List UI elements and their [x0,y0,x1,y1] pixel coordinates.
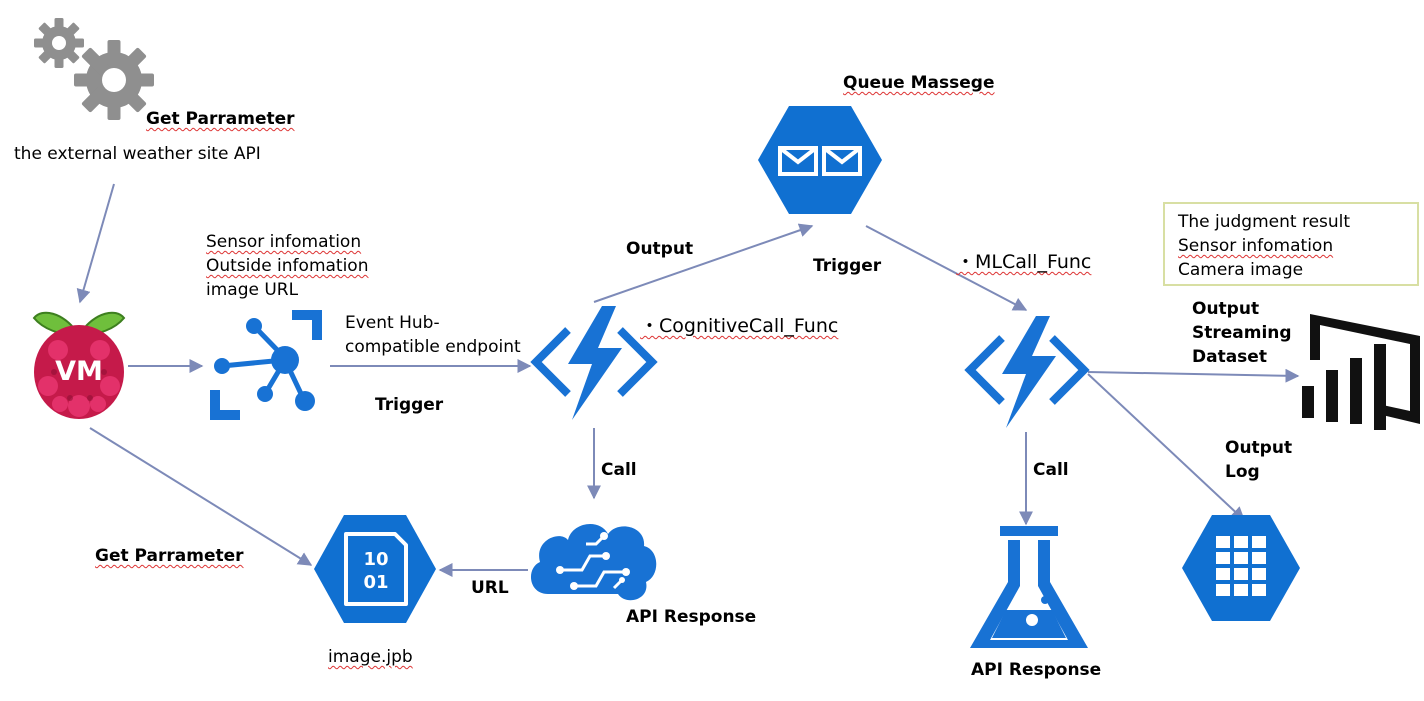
event-hub-icon [210,310,322,420]
cognitive-func-text: ・CognitiveCall_Func [640,315,839,337]
arrow-vm-to-blob [89,427,313,566]
event-hub-line2: compatible endpoint [345,337,521,357]
call-right-label: Call [1033,460,1069,480]
arrow-cognitive-to-queue [593,223,814,303]
cognitive-func-label: ・CognitiveCall_Func [640,314,838,338]
azure-function-ml-icon [964,316,1090,428]
output-log-line1: Output [1225,438,1293,458]
result-line1: The judgment result [1178,212,1351,232]
cognitive-services-icon [530,523,657,601]
output-log-line2: Log [1225,462,1260,482]
ml-func-label: ・MLCall_Func [956,250,1091,274]
arrow-queue-to-ml [865,225,1028,311]
get-parameter-top-label: Get Parrameter [146,107,295,131]
api-response-left-label: API Response [626,607,757,627]
call-left-label: Call [601,460,637,480]
queue-message-label: Queue Massege [843,71,995,95]
blob-binary-line1: 10 [363,549,388,570]
judgment-result-text: The judgment result Sensor infomation Ca… [1178,210,1350,282]
api-response-right-label: API Response [971,660,1102,680]
get-parameter-top-text: Get Parrameter [146,109,295,129]
output-streaming-line1: Output [1192,299,1260,319]
output-streaming-line2: Streaming [1192,323,1292,343]
output-streaming-line3: Dataset [1192,347,1267,367]
table-storage-icon [1182,515,1300,621]
event-hub-line1: Event Hub- [345,313,440,333]
blob-storage-icon: 10 01 [314,515,436,623]
result-line2: Sensor infomation [1178,236,1334,256]
event-hub-endpoint-label: Event Hub- compatible endpoint [345,311,521,359]
gear-icon [34,18,154,120]
get-parameter-bottom-label: Get Parrameter [95,544,244,568]
output-streaming-label: Output Streaming Dataset [1192,297,1292,369]
arrow-ml-to-table [1087,373,1246,521]
image-file-text: image.jpb [328,647,413,667]
result-line3: Camera image [1178,260,1304,280]
sensor-info-label: Sensor infomation Outside infomation ima… [206,230,368,302]
vm-badge: VM [55,356,103,387]
arrow-weather-to-vm [76,183,115,304]
trigger-left-label: Trigger [375,395,444,415]
arrow-ml-to-powerbi [1087,368,1300,383]
get-parameter-bottom-text: Get Parrameter [95,546,244,566]
output-log-label: Output Log [1225,436,1292,484]
output-mid-label: Output [626,239,694,259]
queue-storage-icon [758,106,882,214]
blob-binary-line2: 01 [363,572,388,593]
sensor-info-line3: image URL [206,280,299,300]
weather-api-label: the external weather site API [14,144,261,164]
url-label: URL [471,578,509,598]
power-bi-icon [1302,314,1420,430]
sensor-info-line1: Sensor infomation [206,232,362,252]
machine-learning-flask-icon [970,526,1088,648]
ml-func-text: ・MLCall_Func [956,251,1092,273]
sensor-info-line2: Outside infomation [206,256,369,276]
queue-message-text: Queue Massege [843,73,995,93]
image-file-label: image.jpb [328,645,413,669]
connector-arrows [76,183,1300,577]
judgment-result-box: The judgment result Sensor infomation Ca… [1163,202,1419,286]
azure-function-cognitive-icon [530,306,658,420]
raspberry-pi-vm-icon: VM [32,311,126,419]
trigger-right-label: Trigger [813,256,882,276]
